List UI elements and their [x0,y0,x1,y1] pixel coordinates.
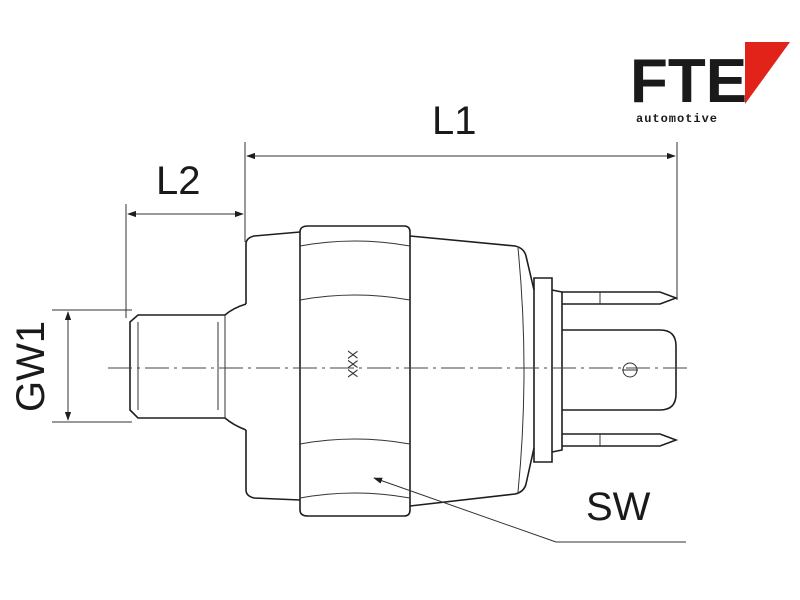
dimension-label-sw: SW [586,485,651,529]
stem-neck [224,303,247,431]
main-body [245,231,301,501]
terminal-pin-center [562,329,677,411]
terminal-pin-top [562,291,679,305]
terminal-pin-bottom [562,433,679,447]
fte-logo: FTE automotive [630,42,790,126]
dimension-label-l1: L1 [432,99,477,143]
dimension-l1: L1 [244,99,678,300]
dimension-l2: L2 [125,159,244,318]
logo-tagline: automotive [636,112,718,126]
dimension-sw: SW [373,477,686,543]
threaded-stem [129,314,225,419]
dimension-label-gw1: GW1 [9,321,53,412]
hex-nut [299,225,411,517]
logo-accent-shape [745,42,790,104]
part-marking: XXX [345,350,361,379]
dimension-label-l2: L2 [156,159,201,203]
pressure-switch: XXX [129,225,679,517]
connector-block [533,277,553,463]
dimension-gw1: GW1 [9,309,132,423]
logo-brand: FTE [630,47,747,116]
tapered-housing [409,235,535,507]
